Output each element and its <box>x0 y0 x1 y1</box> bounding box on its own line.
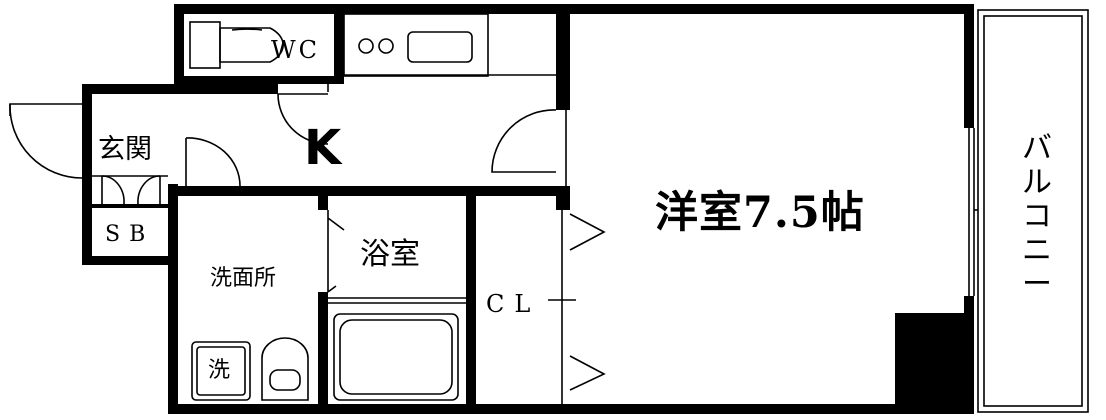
bathtub <box>333 313 459 401</box>
washroom-door <box>185 137 241 187</box>
thick-walls <box>82 4 974 414</box>
closet-door-top <box>569 213 606 251</box>
entrance-label: 玄関 <box>98 134 152 165</box>
kitchen-door <box>277 93 329 145</box>
fixtures <box>189 13 489 401</box>
washer-area <box>191 341 251 401</box>
western-room-label: 洋室7.5帖 <box>655 188 865 238</box>
washroom-label: 洗面所 <box>210 266 277 291</box>
stove-burner-1 <box>358 38 374 54</box>
sink <box>407 31 473 63</box>
stove-burner-2 <box>378 38 394 54</box>
kitchen-label: K <box>304 120 342 176</box>
doors <box>9 93 606 391</box>
sb-door-right <box>137 175 161 205</box>
balcony-label: バルコニー <box>1022 131 1052 302</box>
sb-door-left <box>101 175 125 205</box>
toilet <box>219 27 284 63</box>
washer-label: 洗 <box>208 358 231 383</box>
shoe-box-label: SB <box>105 222 155 247</box>
closet-label: CL <box>486 290 541 318</box>
bath-door <box>327 210 345 293</box>
wash-basin <box>261 337 309 401</box>
room-door <box>491 109 557 173</box>
wc-label: WC <box>271 36 321 64</box>
bathroom-label: 浴室 <box>360 237 420 272</box>
thin-lines <box>92 9 1089 413</box>
entrance-door <box>9 103 83 179</box>
closet-door-bottom <box>569 355 606 391</box>
